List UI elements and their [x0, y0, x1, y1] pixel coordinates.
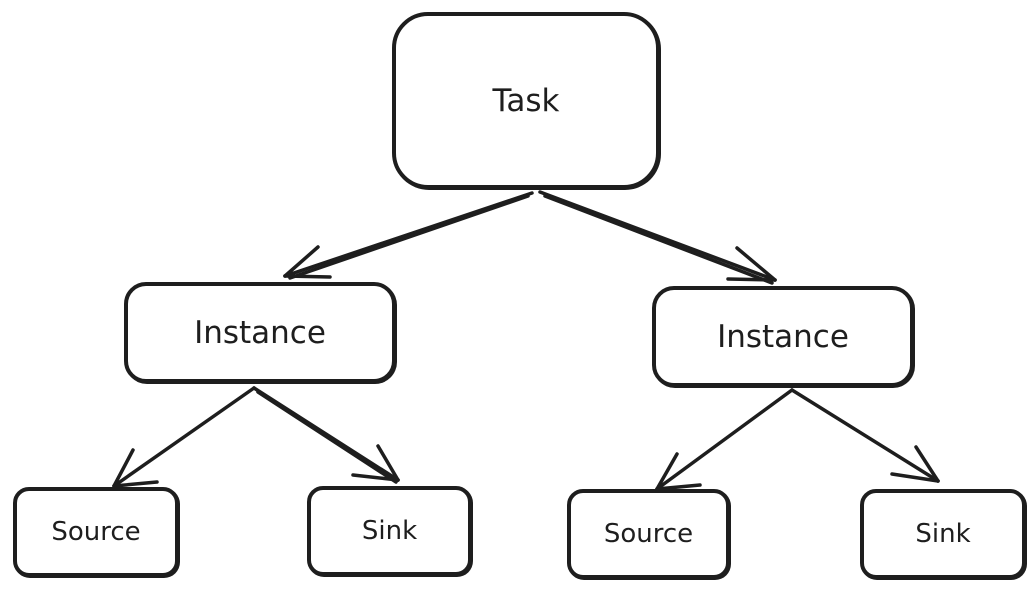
- source-label: Source: [51, 517, 141, 547]
- edge-task-to-instance-right: [538, 190, 777, 285]
- sink-label: Sink: [915, 519, 971, 549]
- arrowhead-icon: [735, 246, 777, 282]
- instance-label: Instance: [717, 318, 849, 355]
- arrowhead-icon: [655, 452, 679, 491]
- arrowhead-icon: [283, 245, 320, 278]
- instance-node-left: Instance: [124, 282, 396, 383]
- edge-task-to-instance-left: [283, 191, 534, 280]
- task-node: Task: [392, 12, 660, 189]
- instance-node-right: Instance: [652, 286, 914, 387]
- arrowhead-icon: [112, 448, 135, 488]
- edge-instance-right-to-sink: [790, 388, 940, 483]
- edge-instance-left-to-sink: [252, 386, 400, 484]
- arrowhead-icon: [914, 445, 940, 483]
- sink-label: Sink: [361, 516, 418, 546]
- source-node-right: Source: [567, 489, 730, 579]
- instance-label: Instance: [194, 314, 326, 351]
- source-label: Source: [603, 519, 694, 549]
- sink-node-right: Sink: [860, 489, 1026, 579]
- sink-node-left: Sink: [307, 486, 472, 576]
- source-node-left: Source: [13, 487, 179, 577]
- arrowhead-icon: [376, 444, 400, 482]
- task-label: Task: [492, 82, 560, 119]
- edge-instance-right-to-source: [655, 388, 794, 491]
- edge-instance-left-to-source: [112, 386, 256, 488]
